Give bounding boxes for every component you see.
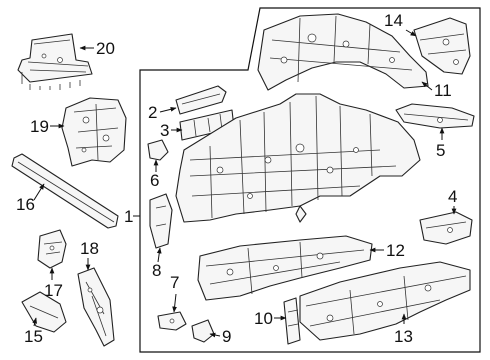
assembly-frame — [139, 7, 481, 353]
part-17[interactable] — [37, 229, 67, 269]
part-9[interactable] — [191, 319, 215, 343]
part-12[interactable] — [197, 235, 373, 301]
callout-3: 3 — [160, 121, 169, 140]
part-4[interactable] — [419, 211, 473, 245]
part-13[interactable] — [299, 261, 471, 341]
part-8[interactable] — [149, 193, 173, 249]
callout-2: 2 — [148, 103, 157, 122]
part-15[interactable] — [21, 291, 67, 333]
callout-17: 17 — [44, 281, 63, 300]
callout-4: 4 — [448, 187, 457, 206]
part-11[interactable] — [257, 13, 429, 91]
callout-7: 7 — [170, 273, 179, 292]
callout-20: 20 — [96, 39, 115, 58]
part-6[interactable] — [147, 139, 169, 161]
callout-15: 15 — [24, 327, 43, 346]
part-14[interactable] — [413, 17, 471, 75]
callout-18: 18 — [80, 239, 99, 258]
callout-10: 10 — [254, 309, 273, 328]
callout-6: 6 — [150, 171, 159, 190]
callout-14: 14 — [384, 11, 403, 30]
callout-9: 9 — [222, 327, 231, 346]
callout-5: 5 — [436, 141, 445, 160]
part-16[interactable] — [11, 153, 119, 229]
part-7[interactable] — [157, 311, 187, 331]
main-apron-assembly — [175, 93, 421, 223]
part-20[interactable] — [17, 33, 93, 90]
part-5[interactable] — [395, 103, 475, 129]
part-10[interactable] — [283, 297, 301, 345]
callout-13: 13 — [394, 327, 413, 346]
part-18[interactable] — [77, 267, 115, 347]
callout-12: 12 — [386, 241, 405, 260]
callouts: 1 2 3 4 5 6 7 8 9 10 11 12 — [16, 11, 457, 346]
callout-8: 8 — [152, 261, 161, 280]
callout-19: 19 — [30, 117, 49, 136]
callout-11: 11 — [434, 81, 452, 100]
part-19[interactable] — [61, 97, 127, 167]
callout-16: 16 — [16, 195, 35, 214]
callout-1: 1 — [124, 207, 133, 226]
part-2[interactable] — [175, 85, 227, 115]
